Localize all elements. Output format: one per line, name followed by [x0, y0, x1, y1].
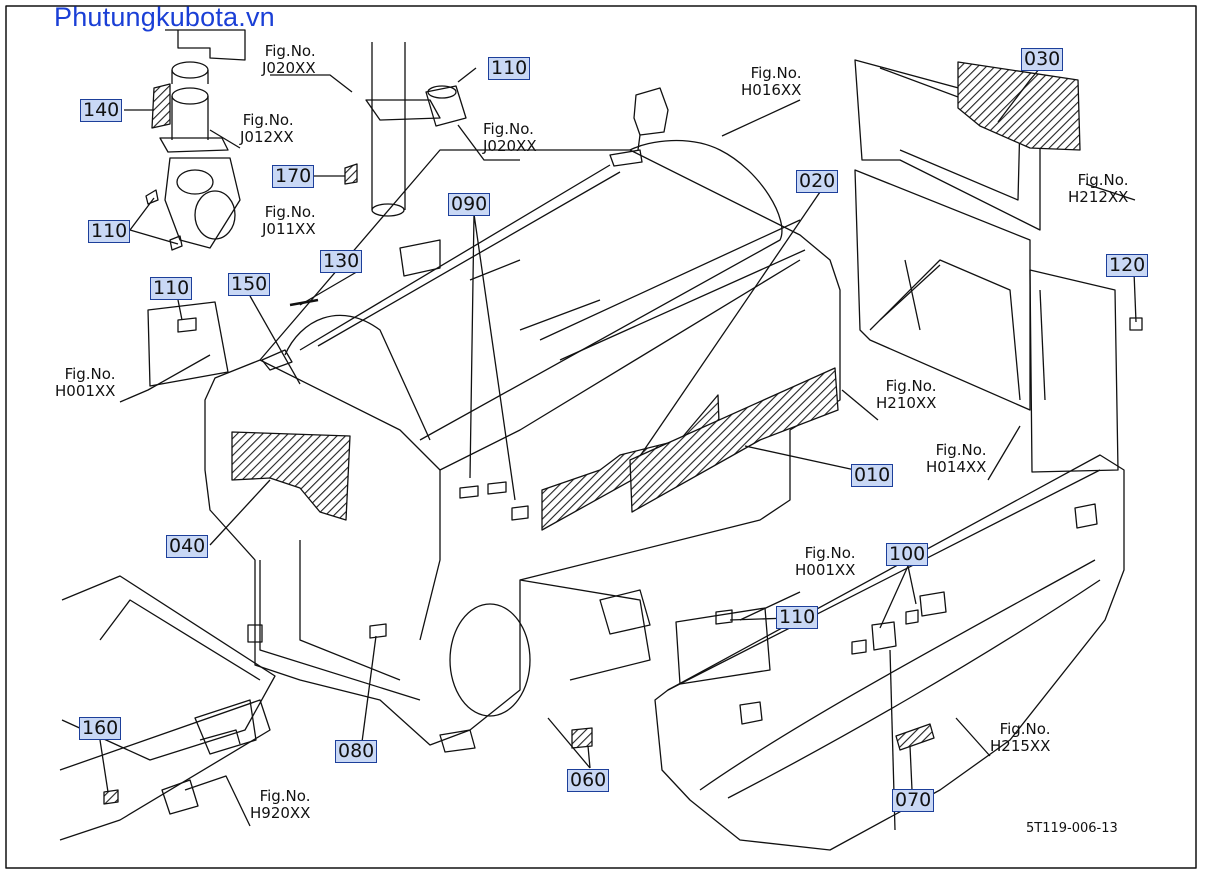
fig-ref-h014xx: Fig.No. H014XX	[926, 442, 986, 476]
fig-ref-h210xx: Fig.No. H210XX	[876, 378, 936, 412]
fig-code: J012XX	[240, 128, 294, 146]
part-label-140[interactable]: 140	[80, 99, 123, 122]
fig-word: Fig.No.	[264, 203, 316, 221]
fig-code: H001XX	[55, 382, 116, 400]
fig-code: H014XX	[926, 458, 987, 476]
part-label-080[interactable]: 080	[335, 740, 378, 763]
fig-ref-h212xx: Fig.No. H212XX	[1068, 172, 1128, 206]
fig-ref-j020xx-top: Fig.No. J020XX	[262, 43, 316, 77]
part-label-110-plate[interactable]: 110	[150, 277, 193, 300]
fig-code: J020XX	[483, 137, 537, 155]
fig-word: Fig.No.	[935, 441, 987, 459]
fig-word: Fig.No.	[885, 377, 937, 395]
fig-word: Fig.No.	[259, 787, 311, 805]
part-label-160[interactable]: 160	[79, 717, 122, 740]
fig-code: H920XX	[250, 804, 311, 822]
fig-code: H210XX	[876, 394, 937, 412]
part-label-130[interactable]: 130	[320, 250, 363, 273]
part-label-040[interactable]: 040	[166, 535, 209, 558]
fig-word: Fig.No.	[483, 120, 534, 138]
part-label-110-top[interactable]: 110	[488, 57, 531, 80]
fig-word: Fig.No.	[64, 365, 116, 383]
fig-code: J020XX	[262, 59, 316, 77]
part-label-110-center[interactable]: 110	[776, 606, 819, 629]
fig-code: J011XX	[262, 220, 316, 238]
part-label-100[interactable]: 100	[886, 543, 929, 566]
fig-word: Fig.No.	[999, 720, 1051, 738]
part-label-120[interactable]: 120	[1106, 254, 1149, 277]
fig-ref-h920xx: Fig.No. H920XX	[250, 788, 310, 822]
part-label-150[interactable]: 150	[228, 273, 271, 296]
part-label-020[interactable]: 020	[796, 170, 839, 193]
fig-code: H215XX	[990, 737, 1051, 755]
fig-code: H212XX	[1068, 188, 1129, 206]
part-label-070[interactable]: 070	[892, 789, 935, 812]
fig-ref-h001xx-center: Fig.No. H001XX	[795, 545, 855, 579]
part-label-110-left[interactable]: 110	[88, 220, 131, 243]
fig-code: H016XX	[741, 81, 802, 99]
fig-word: Fig.No.	[1077, 171, 1129, 189]
drawing-code: 5T119-006-13	[1026, 821, 1118, 836]
part-label-030[interactable]: 030	[1021, 48, 1064, 71]
fig-word: Fig.No.	[750, 64, 802, 82]
fig-word: Fig.No.	[264, 42, 316, 60]
fig-ref-j012xx: Fig.No. J012XX	[240, 112, 294, 146]
part-label-010[interactable]: 010	[851, 464, 894, 487]
fig-ref-j020xx-right: Fig.No. J020XX	[483, 121, 537, 155]
part-label-090[interactable]: 090	[448, 193, 491, 216]
fig-ref-h001xx-left: Fig.No. H001XX	[55, 366, 115, 400]
fig-word: Fig.No.	[242, 111, 294, 129]
fig-ref-h016xx: Fig.No. H016XX	[741, 65, 801, 99]
watermark-text: Phutungkubota.vn	[54, 2, 275, 32]
fig-ref-h215xx: Fig.No. H215XX	[990, 721, 1050, 755]
fig-ref-j011xx: Fig.No. J011XX	[262, 204, 316, 238]
part-label-060[interactable]: 060	[567, 769, 610, 792]
fig-word: Fig.No.	[804, 544, 856, 562]
fig-code: H001XX	[795, 561, 856, 579]
part-label-170[interactable]: 170	[272, 165, 315, 188]
